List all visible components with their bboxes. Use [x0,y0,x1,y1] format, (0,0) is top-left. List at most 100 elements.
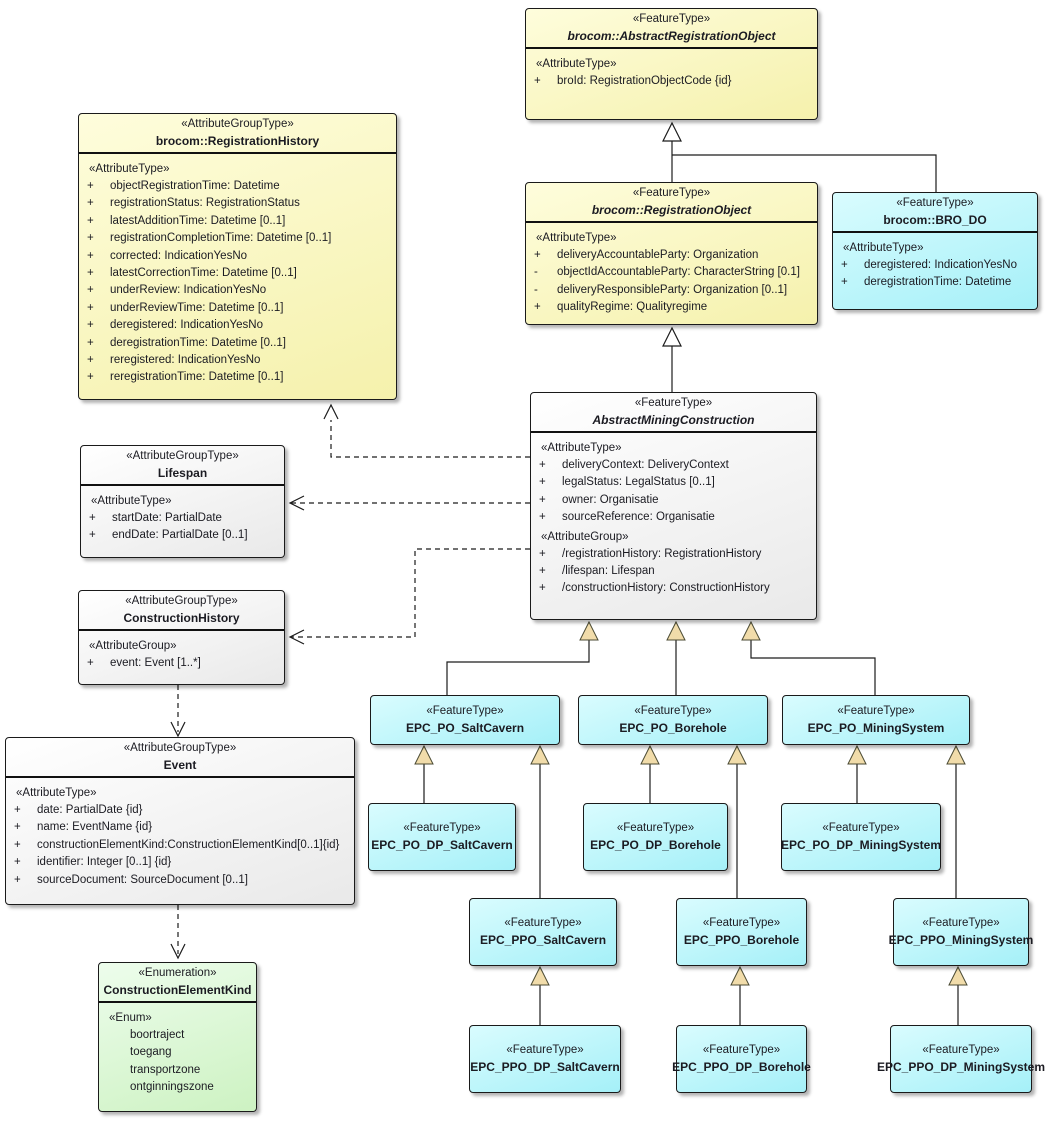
stereotype-label: «FeatureType» [922,917,1000,929]
attribute-text: identifier: Integer [0..1] {id} [37,856,172,869]
stereotype-label: «Enumeration» [138,967,217,979]
class-name: EPC_PPO_SaltCavern [479,933,607,947]
visibility-marker: + [14,821,21,834]
attribute-text: boortraject [130,1029,185,1041]
attribute-row: -deliveryResponsibleParty: Organization … [526,282,817,299]
visibility-marker: + [14,856,21,869]
attribute-text: corrected: IndicationYesNo [110,249,248,262]
class-name: ConstructionElementKind [103,983,252,997]
class-name: EPC_PO_SaltCavern [405,721,525,735]
attribute-text: reregistrationTime: Datetime [0..1] [110,371,284,384]
class-epc-ppo-miningsystem: «FeatureType»EPC_PPO_MiningSystem [889,898,1033,966]
class-name: AbstractMiningConstruction [592,413,755,427]
section-heading: «AttributeGroup» [89,640,177,652]
visibility-marker [99,1062,130,1079]
visibility-marker: + [87,657,94,669]
visibility-marker: + [539,565,546,578]
visibility-marker: + [87,267,94,280]
stereotype-label: «FeatureType» [616,822,695,834]
class-name: brocom::AbstractRegistrationObject [567,29,776,43]
stereotype-label: «FeatureType» [702,1044,781,1056]
generalization-epc-ppo-miningsystem [946,744,966,898]
stereotype-label: «AttributeGroupType» [181,118,294,130]
section-heading: «AttributeType» [91,495,172,507]
attribute-text: /lifespan: Lifespan [562,565,655,578]
attribute-row: + deliveryContext: DeliveryContext [531,457,816,474]
attribute-row: transportzone [99,1062,256,1079]
class-header-construction-history: «AttributeGroupType» ConstructionHistory [79,591,284,631]
attribute-row: + /lifespan: Lifespan [531,563,816,580]
class-epc-po-saltcavern: «FeatureType» EPC_PO_SaltCavern [370,695,560,745]
class-header-bro-do: «FeatureType»brocom::BRO_DO [833,193,1037,233]
attribute-row: +reregistered: IndicationYesNo [79,352,396,369]
class-epc-po-dp-borehole: «FeatureType» EPC_PO_DP_Borehole [583,803,728,871]
visibility-marker: + [87,301,94,314]
attribute-text: constructionElementKind:ConstructionElem… [37,838,340,851]
class-body-lifespan: «AttributeType»+startDate: PartialDate+e… [81,486,284,557]
class-header-epc-ppo-dp-saltcavern: «FeatureType»EPC_PPO_DP_SaltCavern [470,1026,620,1092]
attribute-row: + sourceReference: Organisatie [531,509,816,526]
stereotype-label: «FeatureType» [504,917,582,929]
dependency-registrationhistory [323,403,530,458]
class-epc-po-miningsystem: «FeatureType»EPC_PO_MiningSystem [782,695,970,745]
attribute-row: + name: EventName {id} [6,819,354,836]
visibility-marker: + [539,459,546,471]
class-name: EPC_PO_DP_Borehole [590,838,721,852]
attribute-text: registrationStatus: RegistrationStatus [110,197,300,210]
generalization-abstractminingconstruction-to-registrationobject [662,326,682,392]
visibility-marker: + [87,214,94,227]
class-bro-do: «FeatureType»brocom::BRO_DO«AttributeTyp… [832,192,1038,310]
class-epc-ppo-saltcavern: «FeatureType» EPC_PPO_SaltCavern [469,898,617,966]
attribute-text: deregistered: IndicationYesNo [110,319,264,332]
visibility-marker [99,1027,130,1044]
class-name: brocom::BRO_DO [883,213,987,227]
generalization-epc-po-borehole [666,620,686,695]
attribute-text: sourceReference: Organisatie [562,511,715,524]
attribute-row: +event: Event [1..*] [79,655,284,672]
visibility-marker: + [539,511,546,524]
generalization-epc-ppo-dp-miningsystem [948,965,968,1025]
visibility-marker: + [534,75,541,87]
class-body-registration-object: «AttributeType»+deliveryAccountableParty… [526,223,817,324]
stereotype-label: «FeatureType» [634,397,713,409]
attribute-row: +corrected: IndicationYesNo [79,248,396,265]
attribute-text: deregistrationTime: Datetime [864,276,1012,289]
class-header-event: «AttributeGroupType»Event [6,738,354,778]
attribute-row: +underReviewTime: Datetime [0..1] [79,300,396,317]
attribute-text: /constructionHistory: ConstructionHistor… [562,582,770,595]
class-header-epc-ppo-dp-miningsystem: «FeatureType»EPC_PPO_DP_MiningSystem [877,1026,1045,1092]
stereotype-label: «FeatureType» [922,1044,1000,1056]
class-epc-po-dp-saltcavern: «FeatureType»EPC_PO_DP_SaltCavern [368,803,516,871]
class-name: ConstructionHistory [123,611,240,625]
generalization-epc-po-dp-miningsystem [847,744,867,803]
visibility-marker: - [534,266,538,279]
class-body-construction-history: «AttributeGroup» +event: Event [1..*] [79,631,284,684]
class-epc-po-dp-miningsystem: «FeatureType»EPC_PO_DP_MiningSystem [781,803,941,871]
visibility-marker: + [14,838,21,851]
class-header-epc-ppo-dp-borehole: «FeatureType»EPC_PPO_DP_Borehole [672,1026,811,1092]
stereotype-label: «FeatureType» [426,705,504,717]
attribute-row: +/constructionHistory: ConstructionHisto… [531,580,816,597]
attribute-text: name: EventName {id} [37,821,153,834]
attribute-row: +/registrationHistory: RegistrationHisto… [531,546,816,563]
attribute-text: qualityRegime: Qualityregime [557,301,708,314]
class-registration-history: «AttributeGroupType»brocom::Registration… [78,113,397,400]
attribute-row: +objectRegistrationTime: Datetime [79,178,396,195]
stereotype-label: «AttributeGroupType» [125,595,238,607]
class-name: Lifespan [157,466,208,480]
class-name: brocom::RegistrationObject [591,203,752,217]
attribute-text: deliveryContext: DeliveryContext [562,459,729,471]
class-header-abstract-mining-construction: «FeatureType» AbstractMiningConstruction [531,393,816,433]
class-lifespan: «AttributeGroupType»Lifespan«AttributeTy… [80,445,285,558]
class-header-epc-ppo-borehole: «FeatureType»EPC_PPO_Borehole [677,899,806,965]
stereotype-label: «FeatureType» [403,822,481,834]
section-heading: «AttributeType» [536,58,617,70]
class-construction-element-kind: «Enumeration»ConstructionElementKind«Enu… [98,962,257,1112]
attribute-row: ontginningszone [99,1079,256,1096]
stereotype-label: «FeatureType» [822,822,900,834]
attribute-row: toegang [99,1044,256,1061]
visibility-marker: + [841,276,848,289]
class-body-registration-history: «AttributeType»+objectRegistrationTime: … [79,154,396,399]
visibility-marker: + [841,259,848,271]
class-header-epc-po-dp-borehole: «FeatureType» EPC_PO_DP_Borehole [584,804,727,870]
